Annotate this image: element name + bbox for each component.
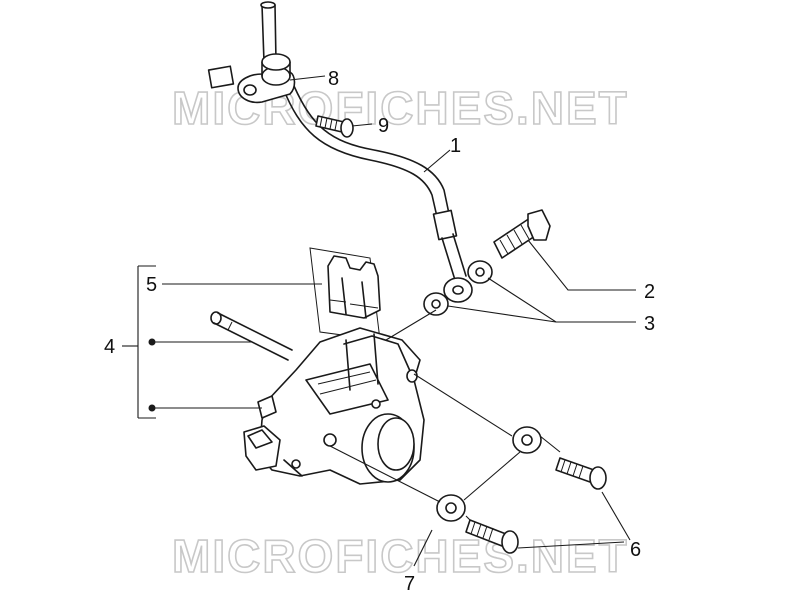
brake-pads [309,247,381,341]
callout-1: 1 [450,135,461,157]
callout-2: 2 [644,281,655,303]
callout-9: 9 [378,115,389,137]
callout-6: 6 [630,539,641,561]
banjo-bolt [493,209,551,259]
callout-7: 7 [404,573,415,595]
callout-8: 8 [328,68,339,90]
callout-4: 4 [104,336,115,358]
caliper-bolts [465,457,607,554]
callout-3: 3 [644,313,655,335]
clamp-screw [315,115,354,138]
assembly-guides [329,309,561,521]
banjo-fitting [443,277,473,303]
caliper-pin [210,311,293,361]
watermark-bottom: MICROFICHES.NET [172,530,629,582]
caliper-washers [436,426,542,522]
callout-leaders [122,75,636,567]
copper-washers [423,260,493,316]
brake-caliper [243,327,425,485]
brake-hose [260,1,467,281]
hose-clamp [207,53,296,104]
callout-5: 5 [146,274,157,296]
